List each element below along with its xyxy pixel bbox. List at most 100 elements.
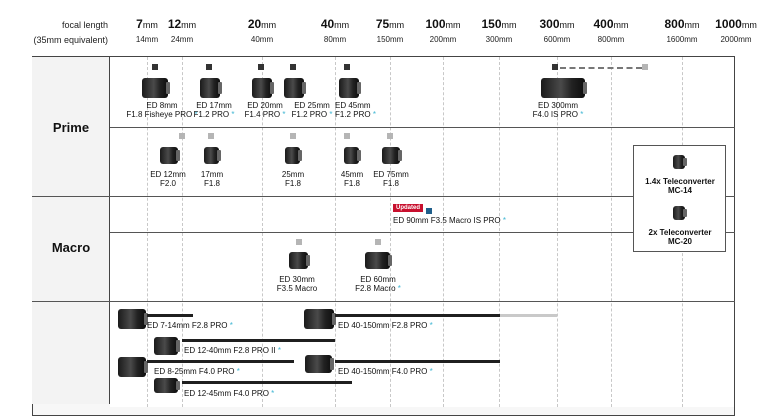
lens-label-ed-40-150mm-f28: ED 40-150mm F2.8 PRO *: [338, 321, 433, 330]
teleconverter-icon: [673, 155, 687, 169]
section-divider-macro-zoom: [32, 301, 735, 302]
lens-icon: [118, 357, 148, 377]
pro-marker: [552, 64, 558, 70]
focal-top-7: 7mm: [136, 17, 158, 31]
category-label-macro: Macro: [51, 240, 91, 255]
lens-icon: [339, 78, 361, 98]
focal-bottom-800: 1600mm: [666, 35, 698, 44]
lens-label-ed-12-40mm: ED 12-40mm F2.8 PRO II *: [184, 346, 281, 355]
prime-row-divider: [110, 127, 735, 128]
header-title-line1: focal length: [61, 20, 108, 30]
lens-icon: [200, 78, 222, 98]
lens-label-ed-40-150mm-f4: ED 40-150mm F4.0 PRO *: [338, 367, 433, 376]
focal-bottom-1000: 2000mm: [720, 35, 752, 44]
std-marker: [208, 133, 214, 139]
focal-bottom-12: 24mm: [170, 35, 194, 44]
lens-icon: [142, 78, 170, 98]
lens-icon: [289, 252, 310, 269]
lens-icon: [154, 378, 180, 393]
lens-icon: [365, 252, 392, 269]
lens-icon: [118, 309, 148, 329]
focal-top-100: 100mm: [425, 17, 461, 31]
category-cell-zoom: [32, 302, 110, 404]
focal-bottom-20: 40mm: [250, 35, 274, 44]
std-marker: [296, 239, 302, 245]
std-marker: [387, 133, 393, 139]
focal-top-300: 300mm: [539, 17, 575, 31]
focal-bottom-400: 800mm: [597, 35, 625, 44]
lens-icon: [284, 78, 306, 98]
focal-top-20: 20mm: [247, 17, 277, 31]
section-divider-prime-macro: [32, 196, 735, 197]
lens-icon: [304, 309, 336, 329]
teleconverter-range-connector: [560, 67, 642, 69]
lens-icon: [382, 147, 402, 164]
focal-top-1000: 1000mm: [715, 17, 757, 31]
focal-range-bar: [147, 314, 193, 317]
lens-label-ed-8-25mm: ED 8-25mm F4.0 PRO *: [154, 367, 240, 376]
focal-range-bar: [335, 314, 500, 317]
focal-bottom-40: 80mm: [323, 35, 347, 44]
pro-marker: [344, 64, 350, 70]
focal-range-bar: [335, 360, 500, 363]
focal-bottom-7: 14mm: [135, 35, 159, 44]
lens-icon: [252, 78, 274, 98]
teleconverter-range-bar: [500, 314, 557, 317]
focal-range-bar: [147, 360, 294, 363]
lens-icon: [285, 147, 302, 164]
category-cell-prime: [32, 57, 110, 196]
pro-marker: [290, 64, 296, 70]
pro-marker: [258, 64, 264, 70]
lens-icon: [305, 355, 334, 373]
pro-marker: [426, 208, 432, 214]
focal-bottom-150: 300mm: [485, 35, 513, 44]
lens-icon: [204, 147, 221, 164]
pro-marker: [152, 64, 158, 70]
std-marker: [375, 239, 381, 245]
header-title-line2: (35mm equivalent): [33, 35, 108, 45]
focal-bottom-75: 150mm: [376, 35, 404, 44]
lens-icon: [160, 147, 180, 164]
teleconverter-icon: [673, 206, 687, 220]
pro-marker: [206, 64, 212, 70]
lens-label-ed-90mm-macro-pro: ED 90mm F3.5 Macro IS PRO *: [393, 216, 506, 225]
focal-bottom-300: 600mm: [543, 35, 571, 44]
focal-top-150: 150mm: [481, 17, 517, 31]
focal-top-800: 800mm: [664, 17, 700, 31]
focal-top-75: 75mm: [375, 17, 405, 31]
std-marker: [290, 133, 296, 139]
std-marker: [179, 133, 185, 139]
lens-icon: [154, 337, 180, 355]
std-marker: [344, 133, 350, 139]
focal-top-12: 12mm: [167, 17, 197, 31]
macro-row-divider: [110, 232, 735, 233]
lens-icon: [344, 147, 361, 164]
lens-label-ed-12-45mm: ED 12-45mm F4.0 PRO *: [184, 389, 275, 398]
std-marker: [642, 64, 648, 70]
lens-icon: [541, 78, 587, 98]
category-label-prime: Prime: [52, 120, 90, 135]
lens-label-ed-7-14mm: ED 7-14mm F2.8 PRO *: [147, 321, 233, 330]
focal-range-bar: [182, 381, 352, 384]
focal-bottom-100: 200mm: [429, 35, 457, 44]
category-cell-macro: [32, 197, 110, 301]
focal-range-bar: [182, 339, 335, 342]
focal-top-400: 400mm: [593, 17, 629, 31]
updated-badge: Updated: [393, 204, 423, 212]
focal-top-40: 40mm: [320, 17, 350, 31]
